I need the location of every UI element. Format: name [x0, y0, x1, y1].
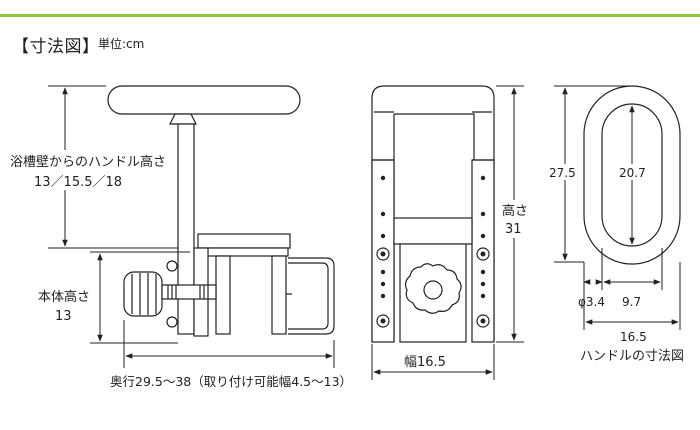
diameter-label: φ3.4	[578, 295, 605, 309]
outer-height-label: 27.5	[549, 166, 576, 180]
handle-inner-ring	[601, 103, 663, 247]
side-u-guard-inner	[288, 262, 329, 330]
front-knob-center	[423, 280, 443, 300]
outer-width-label: 16.5	[620, 330, 647, 344]
side-clamp-upper	[197, 233, 291, 249]
handle-height-values: 13／15.5／18	[34, 175, 122, 190]
handle-view	[583, 85, 681, 265]
front-view	[371, 85, 495, 343]
side-view	[107, 85, 335, 337]
side-plate-right	[271, 255, 287, 335]
front-clamp-plate	[393, 217, 473, 245]
handle-view-caption: ハンドルの寸法図	[580, 349, 684, 364]
side-clamp-rail	[205, 247, 289, 257]
inner-height-label: 20.7	[619, 166, 646, 180]
side-handle-bar	[107, 85, 301, 115]
front-height-label: 高さ	[502, 203, 528, 219]
handle-outer-ring	[583, 85, 681, 265]
inner-width-label: 9.7	[622, 295, 641, 309]
front-holes	[380, 175, 486, 324]
handle-height-label: 浴槽壁からのハンドル高さ	[10, 154, 166, 170]
side-u-guard	[288, 257, 335, 335]
page-title: 【寸法図】	[12, 37, 100, 57]
body-height-value: 13	[55, 309, 72, 324]
front-width-label: 幅16.5	[404, 355, 446, 370]
body-height-label: 本体高さ	[38, 289, 90, 305]
side-pole	[177, 123, 195, 335]
handle-dimensions	[554, 85, 681, 330]
side-handle-neck	[169, 113, 197, 125]
depth-label: 奥行29.5～38（取り付け可能幅4.5～13）	[110, 374, 352, 389]
side-plate-left	[215, 255, 231, 335]
unit-label: 単位:cm	[98, 37, 145, 51]
accent-line	[0, 14, 700, 17]
front-height-value: 31	[505, 222, 522, 237]
